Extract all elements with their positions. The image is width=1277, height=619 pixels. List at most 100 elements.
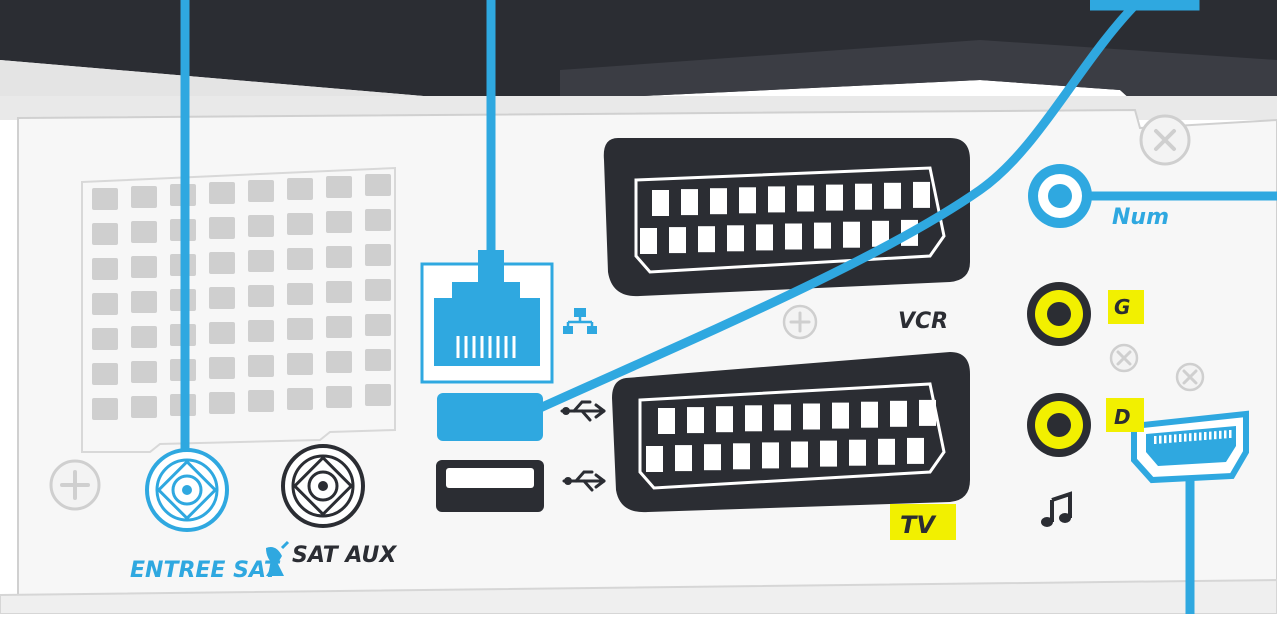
vent-slot <box>92 293 118 315</box>
digital-audio-connector <box>1028 164 1092 228</box>
label-num: Num <box>1112 205 1169 230</box>
vent-slot <box>287 318 313 340</box>
label-right-channel: D <box>1114 405 1131 429</box>
cables <box>180 0 1277 614</box>
scart-pin <box>919 399 936 426</box>
vent-slot <box>131 221 157 243</box>
network-tree-icon <box>563 308 597 334</box>
scart-pin <box>872 220 889 247</box>
vent-slot <box>287 283 313 305</box>
vent-slot <box>326 386 352 408</box>
vent-slot <box>365 314 391 336</box>
scart-pin <box>913 181 930 208</box>
vent-slot <box>209 252 235 274</box>
vent-slot <box>365 349 391 371</box>
usb-icon <box>562 470 606 492</box>
vent-slot <box>209 322 235 344</box>
scart-pin <box>727 225 744 252</box>
scart-pin <box>861 401 878 428</box>
scart-pin <box>640 228 657 254</box>
vent-slot <box>248 180 274 202</box>
top-housing <box>0 0 1277 112</box>
scart-pin <box>762 442 779 469</box>
scart-pin <box>652 190 669 216</box>
scart-pin <box>849 439 866 466</box>
scart-pin <box>698 226 715 253</box>
vent-slot <box>287 388 313 410</box>
scart-pin <box>843 221 860 248</box>
scart-pin <box>797 185 814 212</box>
screw-icon <box>49 459 101 511</box>
scart-pin <box>646 446 663 472</box>
usb-icon <box>560 400 606 422</box>
vent-slot <box>131 186 157 208</box>
vent-slot <box>365 384 391 406</box>
screw-icon <box>782 304 818 340</box>
scart-pin <box>739 187 756 214</box>
vent-slot <box>326 176 352 198</box>
rca-audio-left <box>1027 282 1091 346</box>
scart-pin <box>733 443 750 470</box>
hdmi-pin <box>1179 434 1182 442</box>
vent-slot <box>287 178 313 200</box>
vent-slot <box>131 396 157 418</box>
scart-pin <box>675 445 692 472</box>
usb-port-top <box>437 393 543 441</box>
scart-pin <box>687 407 704 434</box>
ethernet-port <box>420 262 554 384</box>
highlight-left <box>1108 290 1144 324</box>
scart-pin <box>658 408 675 434</box>
hdmi-pin <box>1219 430 1222 439</box>
vent-slot <box>248 390 274 412</box>
vent-slot <box>287 213 313 235</box>
vent-slot <box>326 351 352 373</box>
scart-pin <box>710 188 727 215</box>
scart-pin <box>907 437 924 464</box>
coax-connector-sat-in <box>145 448 229 532</box>
vent-slot <box>209 392 235 414</box>
scart-pin <box>681 189 698 216</box>
scart-pin <box>855 183 872 210</box>
scart-pin <box>774 404 791 431</box>
vent-slot <box>92 363 118 385</box>
screw-icon <box>1139 114 1191 166</box>
vent-slot <box>92 398 118 420</box>
scart-pin <box>669 227 686 254</box>
vent-slot <box>287 248 313 270</box>
scart-pin <box>716 406 733 433</box>
highlight-right <box>1106 398 1144 432</box>
vent-slot <box>248 250 274 272</box>
vent-slot <box>365 209 391 231</box>
vent-slot <box>131 256 157 278</box>
vent-frame <box>81 166 396 453</box>
vent-slot <box>131 326 157 348</box>
hdmi-pin <box>1154 436 1157 444</box>
vent-slot <box>365 244 391 266</box>
hdmi-pin <box>1229 430 1232 438</box>
vent-slot <box>209 287 235 309</box>
scart-pin <box>832 402 849 429</box>
ventilation-grille <box>92 174 391 420</box>
hdmi-pin <box>1204 432 1207 440</box>
hdmi-port <box>1131 410 1249 484</box>
label-sat-aux: SAT AUX <box>292 543 397 568</box>
vent-slot <box>326 211 352 233</box>
scart-connector-tv <box>612 352 970 513</box>
hdmi-pin <box>1214 431 1217 440</box>
vent-slot <box>248 285 274 307</box>
vent-slot <box>92 223 118 245</box>
scart-pin <box>756 224 773 251</box>
panel-lower-ledge <box>0 578 1277 615</box>
usb-port-bottom <box>436 460 544 512</box>
vent-slot <box>131 361 157 383</box>
hdmi-pin <box>1184 433 1187 442</box>
hdmi-pin <box>1189 433 1192 442</box>
scart-connector-vcr <box>603 138 970 297</box>
rca-audio-right <box>1027 393 1091 457</box>
top-housing-shade <box>560 40 1277 112</box>
vent-slot <box>248 215 274 237</box>
vent-slot <box>248 355 274 377</box>
vent-slot <box>287 353 313 375</box>
hdmi-pin <box>1164 435 1167 444</box>
